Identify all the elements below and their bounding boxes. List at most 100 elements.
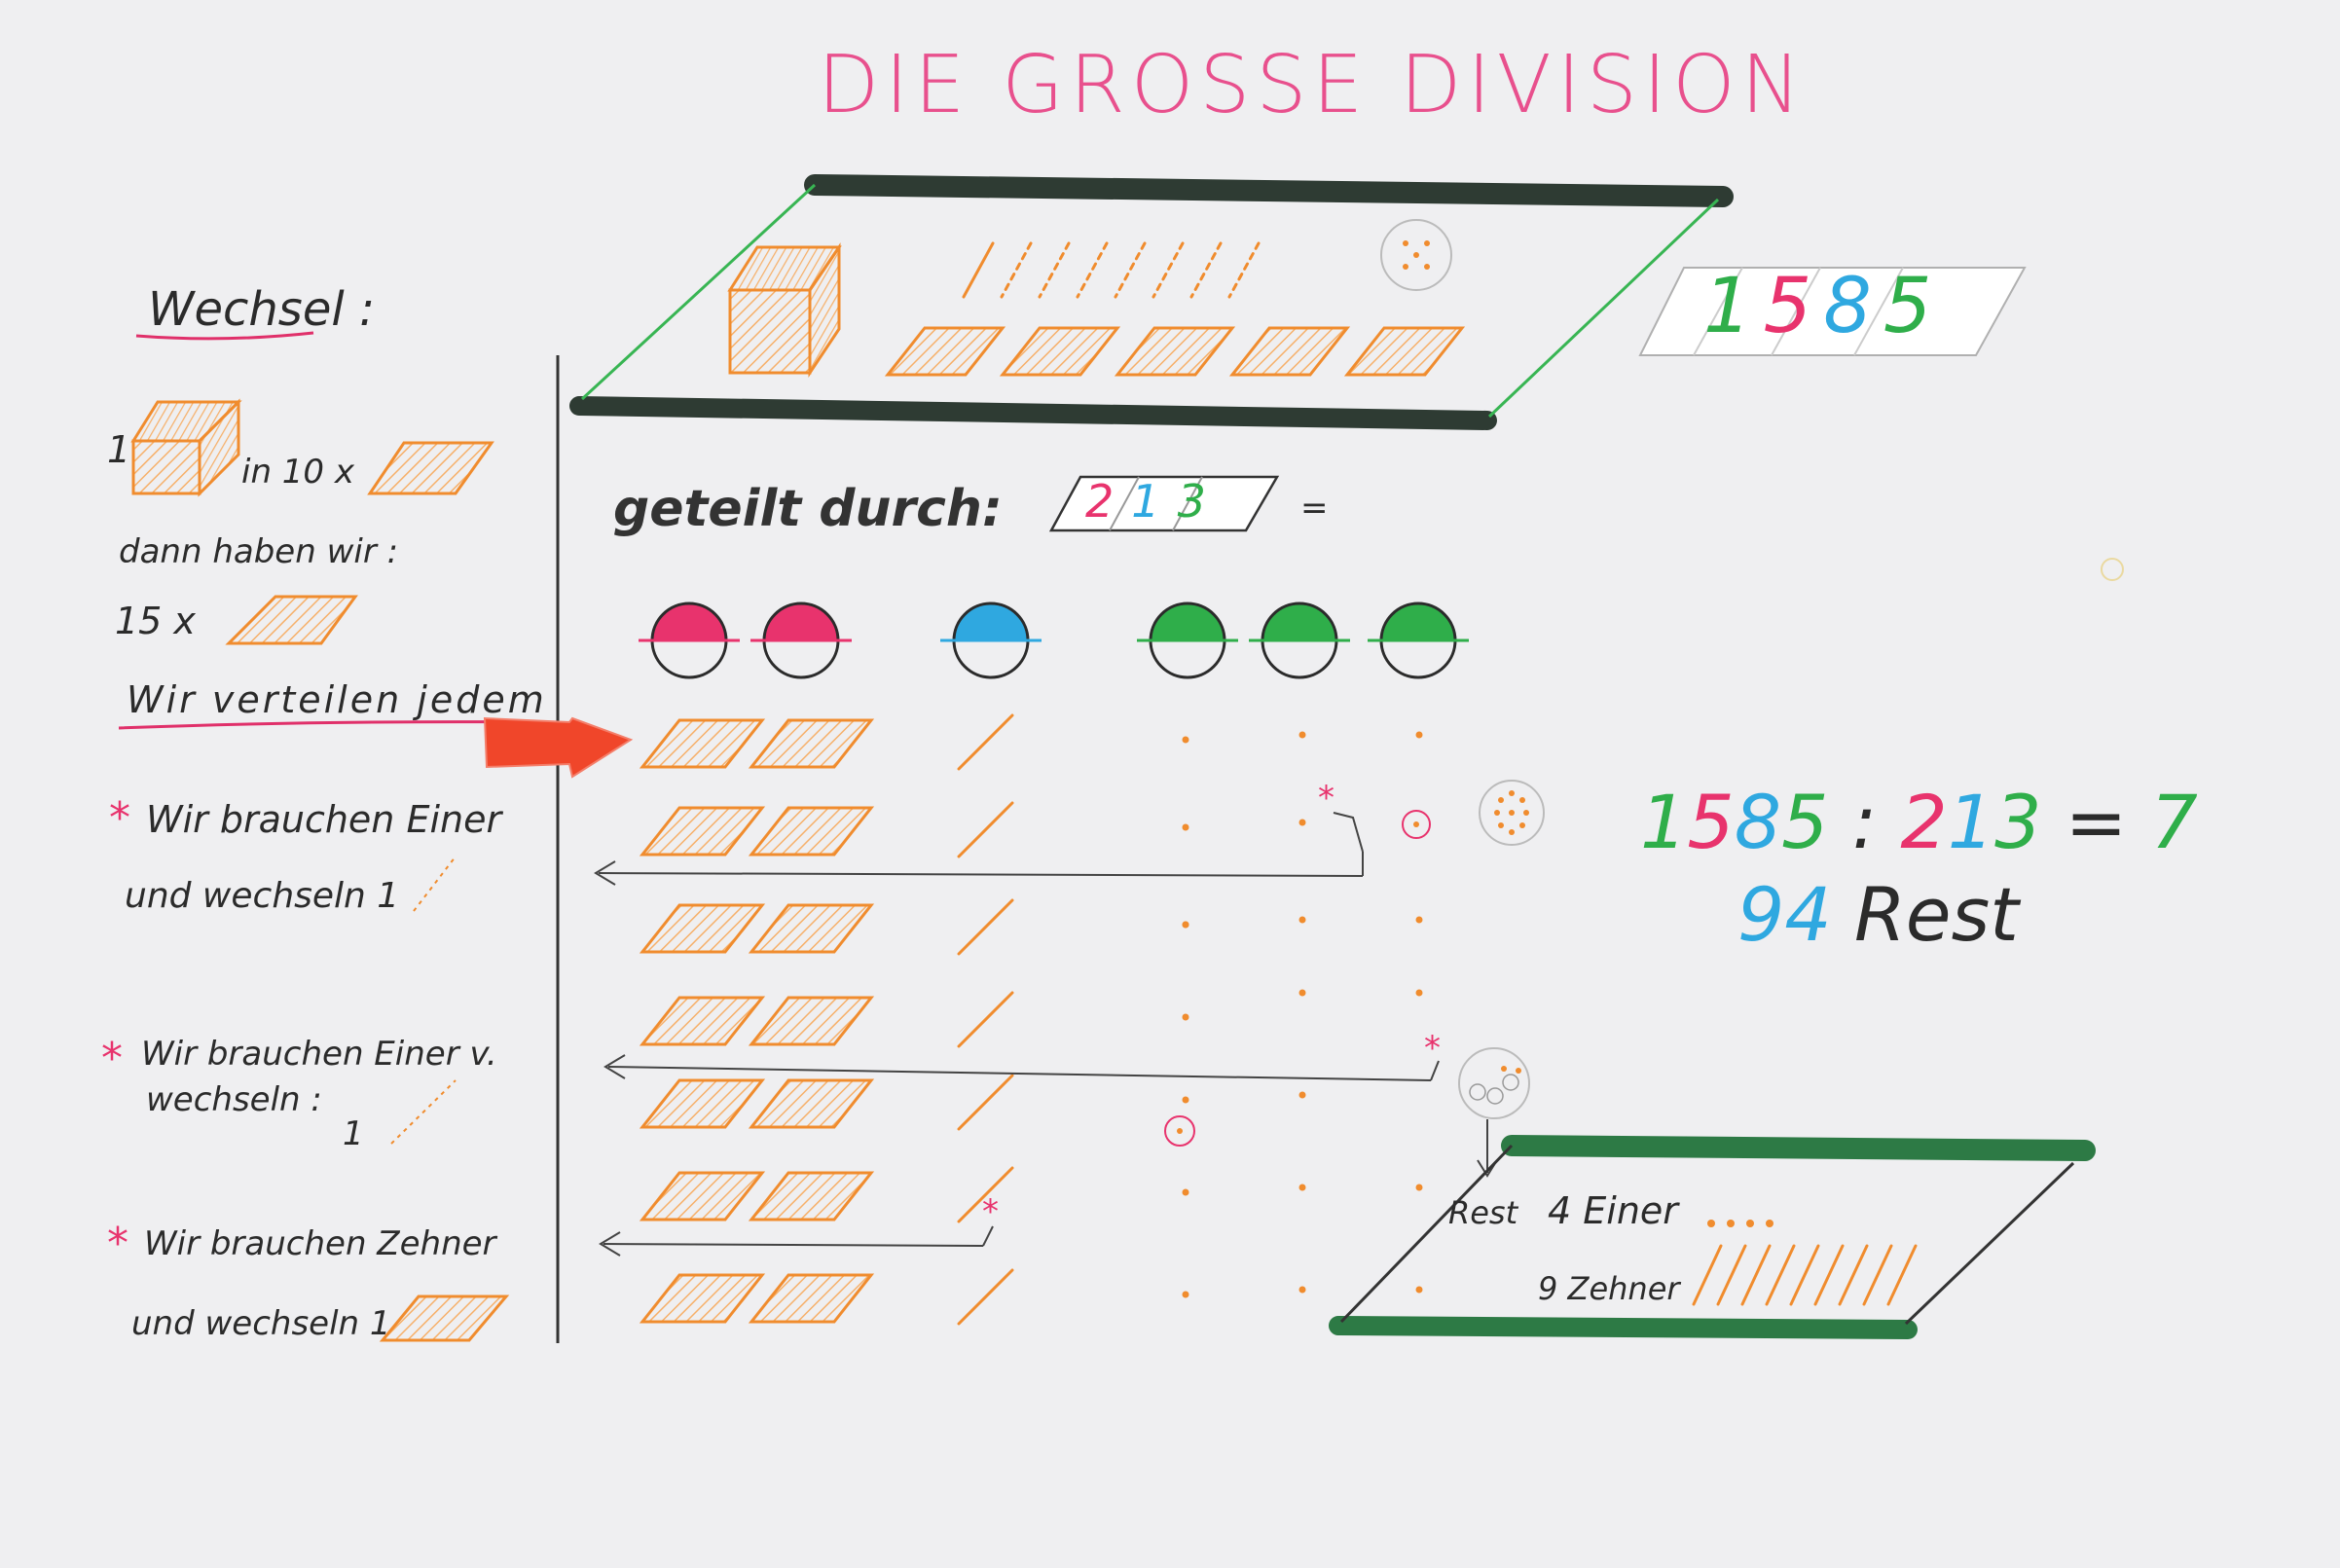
heading-underline [135, 331, 314, 341]
circle-fill [1381, 603, 1455, 640]
unit-dot [1298, 1286, 1306, 1294]
equation-part: 5 [1687, 779, 1735, 865]
sharing-circles [639, 602, 1469, 679]
sidebar-into: in 10 x [241, 453, 354, 492]
distributed-units [1182, 731, 1423, 1298]
remainder-units [1707, 1220, 1773, 1227]
hundred-flat [639, 903, 766, 954]
hundred-flat [748, 1078, 875, 1129]
ten-rod [1740, 1244, 1772, 1306]
unit-dot [1727, 1220, 1735, 1227]
unit-dot [1415, 1184, 1423, 1191]
ten-rod [1152, 241, 1185, 299]
digit-tens: 8 [1823, 263, 1883, 350]
unit-dot [1415, 916, 1423, 924]
ten-rod [1692, 1244, 1723, 1306]
ten-rod [1227, 241, 1261, 299]
sidebar-then: dann haben wir : [119, 532, 399, 571]
unit-dot [1415, 989, 1423, 997]
unit-dot [1494, 810, 1500, 816]
distributed-hundreds [639, 718, 875, 1324]
circled-units [1164, 810, 1431, 1147]
divisor-units: 3 [1177, 475, 1224, 528]
circle-fill [1262, 603, 1336, 640]
top-board [569, 174, 1734, 430]
unit-dot [1509, 790, 1515, 796]
unit-dot [1182, 1188, 1189, 1196]
remainder-zehner-label: 9 Zehner [1538, 1270, 1680, 1307]
ten-rod [1000, 241, 1033, 299]
exchange-star-1: * [1318, 779, 1335, 818]
ten-rod [957, 1268, 1014, 1326]
step2-star: * [101, 1034, 123, 1083]
ten-rod [1076, 241, 1109, 299]
exchanged-units-1 [1479, 780, 1545, 846]
unit-dot [1182, 736, 1189, 744]
divisor-equals: = [1300, 489, 1329, 528]
ten-rod [957, 898, 1014, 956]
step1-star: * [109, 793, 130, 843]
unit-dot [1707, 1220, 1715, 1227]
unit-dot [1766, 1220, 1773, 1227]
division-equation: 1585 : 213 = 7 [1640, 779, 2198, 865]
step1-line2: und wechseln 1 [125, 876, 400, 916]
hundred-flat [748, 1171, 875, 1222]
unit-dot [1182, 1096, 1189, 1104]
thousand-cube [727, 242, 842, 378]
board-top-bar [804, 174, 1734, 207]
step3-line2: und wechseln 1 [131, 1304, 391, 1343]
unit-dot [1298, 731, 1306, 739]
digit-hundreds: 5 [1763, 263, 1824, 350]
number-card-digits: 1585 [1703, 263, 1944, 350]
remainder-board [1329, 1135, 2096, 1339]
exchange-arrows [594, 812, 1498, 1257]
circle-fill [1151, 603, 1225, 640]
hundred-flat [639, 996, 766, 1046]
exchange-star-3: * [982, 1192, 999, 1231]
unit-dot [1509, 829, 1515, 835]
unit-dot [1509, 810, 1515, 816]
unit-dot [1498, 822, 1504, 828]
divisor-card [1048, 475, 1280, 532]
hundred-flat [639, 1273, 766, 1324]
equation-part: 1 [1640, 779, 1688, 865]
circle-fill [652, 603, 726, 640]
step1-line1: Wir brauchen Einer [146, 798, 502, 841]
top-unit-circle [1380, 219, 1452, 291]
ten-rod [1716, 1244, 1747, 1306]
unit-dot [1298, 1184, 1306, 1191]
equation-part: 3 [1994, 779, 2042, 865]
divisor-tens: 1 [1131, 475, 1178, 528]
equation-part: 7 [2150, 779, 2198, 865]
unit-dot [1415, 731, 1423, 739]
unit-dot [1516, 1068, 1521, 1074]
ten-rod [1765, 1244, 1796, 1306]
hundred-flat [999, 326, 1121, 377]
equation-part: : [1828, 779, 1901, 865]
equation-part: = [2041, 779, 2151, 865]
unit-dot [1523, 810, 1529, 816]
number-card [1638, 267, 2027, 356]
equation-part: 8 [1734, 779, 1782, 865]
divisor-hundreds: 2 [1085, 475, 1132, 528]
hundred-flat [748, 718, 875, 769]
divided-by-label: geteilt durch: [613, 480, 1003, 538]
unit-dot [1298, 989, 1306, 997]
board-left-edge [580, 183, 817, 401]
remainder-tens [1692, 1244, 1918, 1306]
unit-dot [1182, 1291, 1189, 1298]
ten-rod [957, 1074, 1014, 1131]
exchanged-units-2 [1458, 1047, 1530, 1119]
unit-dot [1182, 823, 1189, 831]
unit-dot [1519, 822, 1525, 828]
step2-line3: 1 [343, 1114, 364, 1153]
circle-fill [954, 603, 1028, 640]
unit-dot [1182, 921, 1189, 929]
hundred-flat [639, 806, 766, 857]
ten-rod [957, 991, 1014, 1048]
board-bottom-bar [569, 396, 1497, 430]
remainder-top-bar [1501, 1135, 2096, 1161]
ten-rod [1114, 241, 1147, 299]
digit-units: 5 [1883, 263, 1944, 350]
ten-rod [1886, 1244, 1918, 1306]
